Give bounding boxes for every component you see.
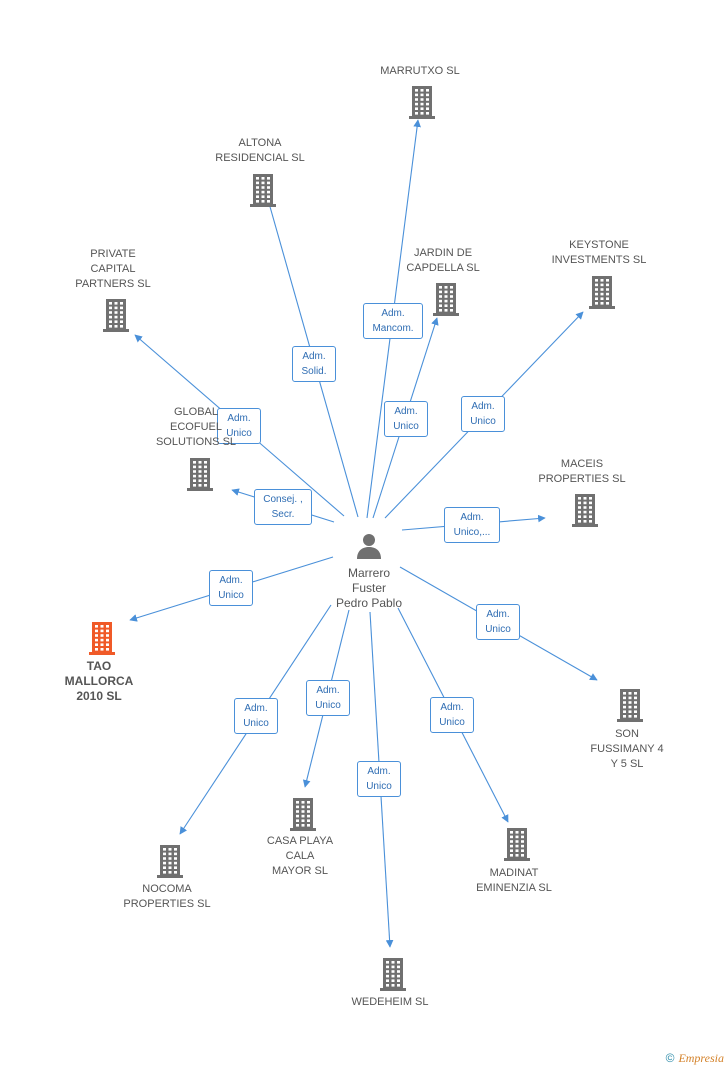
company-name-marrutxo[interactable]: MARRUTXO SL — [380, 65, 460, 77]
building-icon — [187, 458, 213, 491]
company-name-private[interactable]: PRIVATE CAPITAL PARTNERS SL — [75, 248, 151, 290]
company-name-nocoma[interactable]: NOCOMA PROPERTIES SL — [123, 883, 211, 910]
edge-role-label-altona[interactable]: Adm. Solid. — [292, 346, 336, 382]
edge-role-label-global[interactable]: Consej. , Secr. — [254, 489, 312, 525]
person-name[interactable]: Marrero Fuster Pedro Pablo — [335, 566, 403, 610]
company-node-keystone[interactable] — [586, 274, 618, 310]
edge-role-label-private[interactable]: Adm. Unico — [217, 408, 261, 444]
company-node-tao[interactable] — [86, 620, 118, 656]
building-icon — [617, 689, 643, 722]
building-icon — [589, 276, 615, 309]
edge-role-label-casa[interactable]: Adm. Unico — [306, 680, 350, 716]
company-name-jardin[interactable]: JARDIN DE CAPDELLA SL — [406, 247, 480, 274]
edge-role-label-jardin[interactable]: Adm. Unico — [384, 401, 428, 437]
company-name-altona[interactable]: ALTONA RESIDENCIAL SL — [215, 137, 305, 164]
company-name-global[interactable]: GLOBAL ECOFUEL SOLUTIONS SL — [155, 406, 237, 448]
company-node-marrutxo[interactable] — [406, 84, 438, 120]
company-node-casa[interactable] — [287, 796, 319, 832]
company-node-global[interactable] — [184, 456, 216, 492]
company-name-son[interactable]: SON FUSSIMANY 4 Y 5 SL — [590, 728, 664, 770]
building-icon — [157, 845, 183, 878]
company-name-wedeheim[interactable]: WEDEHEIM SL — [351, 996, 429, 1008]
edge-role-label-madinat[interactable]: Adm. Unico — [430, 697, 474, 733]
company-node-son[interactable] — [614, 687, 646, 723]
company-node-private[interactable] — [100, 297, 132, 333]
company-name-madinat[interactable]: MADINAT EMINENZIA SL — [476, 867, 552, 894]
edge-role-label-tao[interactable]: Adm. Unico — [209, 570, 253, 606]
building-icon — [504, 828, 530, 861]
edge-role-label-keystone[interactable]: Adm. Unico — [461, 396, 505, 432]
building-icon — [572, 494, 598, 527]
edge-role-label-son[interactable]: Adm. Unico — [476, 604, 520, 640]
brand-name: Empresia — [678, 1051, 724, 1065]
building-icon — [409, 86, 435, 119]
company-name-tao[interactable]: TAO MALLORCA 2010 SL — [64, 659, 134, 703]
edge-role-label-wedeheim[interactable]: Adm. Unico — [357, 761, 401, 797]
building-icon — [103, 299, 129, 332]
building-icon — [250, 174, 276, 207]
company-name-maceis[interactable]: MACEIS PROPERTIES SL — [538, 458, 626, 485]
company-name-casa[interactable]: CASA PLAYA CALA MAYOR SL — [266, 835, 334, 877]
company-node-altona[interactable] — [247, 172, 279, 208]
edge-role-label-marrutxo[interactable]: Adm. Mancom. — [363, 303, 423, 339]
company-node-nocoma[interactable] — [154, 843, 186, 879]
edge-role-label-nocoma[interactable]: Adm. Unico — [234, 698, 278, 734]
company-name-keystone[interactable]: KEYSTONE INVESTMENTS SL — [551, 239, 647, 266]
company-node-madinat[interactable] — [501, 826, 533, 862]
building-icon — [433, 283, 459, 316]
edge-role-label-maceis[interactable]: Adm. Unico,... — [444, 507, 500, 543]
building-icon — [290, 798, 316, 831]
footer-brand: ©Empresia — [666, 1051, 724, 1066]
company-node-maceis[interactable] — [569, 492, 601, 528]
person-icon[interactable] — [355, 531, 383, 559]
building-icon — [380, 958, 406, 991]
company-node-jardin[interactable] — [430, 281, 462, 317]
copyright-symbol: © — [665, 1051, 675, 1065]
company-node-wedeheim[interactable] — [377, 956, 409, 992]
building-icon — [89, 622, 115, 655]
